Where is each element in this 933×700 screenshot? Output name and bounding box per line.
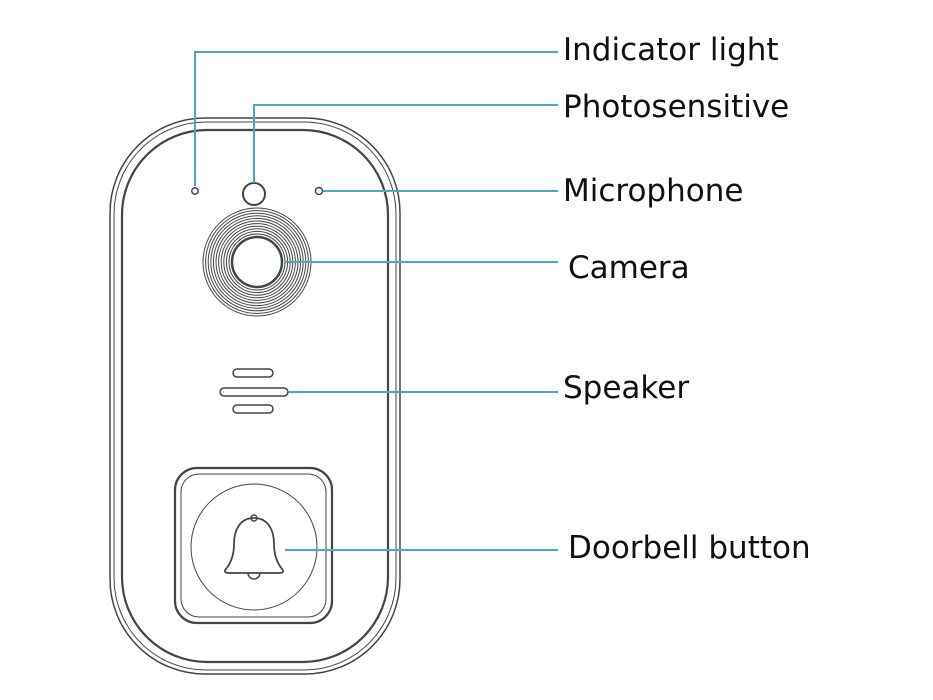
leader-lines [194,51,558,551]
doorbell-button-shape [173,466,334,625]
lens-ring [218,223,296,301]
label-photosensitive: Photosensitive [563,89,789,125]
label-indicator-light: Indicator light [563,32,779,68]
speaker-grille [219,368,289,414]
label-speaker: Speaker [563,370,689,406]
photosensor [242,182,266,206]
lens-ring [228,233,286,291]
label-microphone: Microphone [563,173,743,209]
bell-icon [224,514,284,580]
label-camera: Camera [568,250,690,286]
microphone-dot [314,186,324,196]
lens-aperture [230,235,284,289]
lens-ring [223,228,291,296]
label-doorbell-button: Doorbell button [568,530,811,566]
lens-ring [225,230,289,294]
indicator-light-dot [191,187,199,195]
